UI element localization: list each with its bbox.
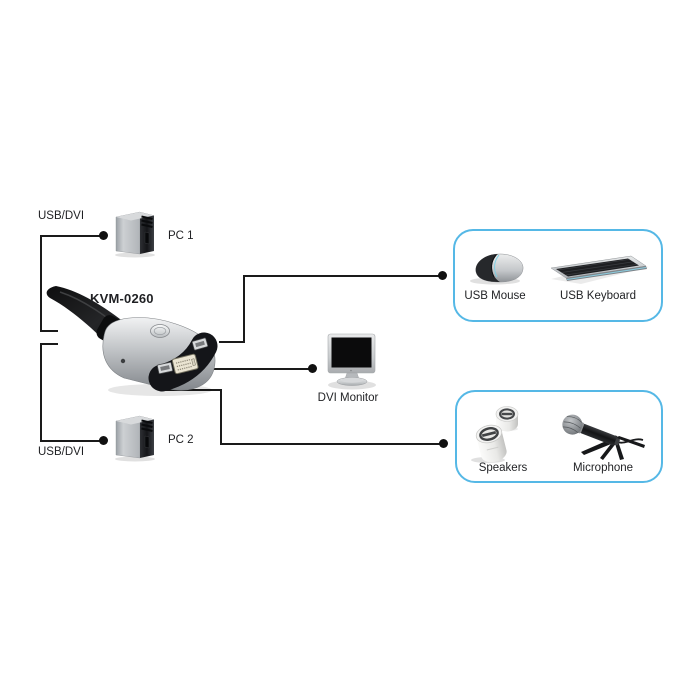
connector-line-pc1-h: [40, 235, 104, 237]
microphone-icon: [556, 408, 650, 466]
connector-dot-console: [438, 271, 447, 280]
pc2-label: PC 2: [168, 434, 194, 446]
microphone-label: Microphone: [572, 462, 634, 474]
pc1-connection-label: USB/DVI: [38, 210, 85, 222]
connector-line-audio-v: [220, 389, 222, 445]
connector-line-pc2-h: [40, 440, 104, 442]
console-group-box: [453, 229, 663, 322]
connector-stub-kvm-cable1: [40, 330, 58, 332]
connector-line-pc1-v: [40, 235, 42, 332]
monitor-label: DVI Monitor: [317, 392, 379, 404]
connector-line-console-v: [243, 275, 245, 343]
pc1-label: PC 1: [168, 230, 194, 242]
connector-line-audio-h2: [220, 443, 445, 445]
mouse-icon: [466, 250, 528, 288]
pc2-connection-label: USB/DVI: [38, 446, 85, 458]
pc-tower-icon: [110, 208, 160, 258]
usb-mouse-label: USB Mouse: [464, 290, 526, 302]
connector-line-console-h: [243, 275, 444, 277]
speakers-label: Speakers: [478, 462, 528, 474]
connector-dot-monitor: [308, 364, 317, 373]
connector-line-monitor: [210, 368, 314, 370]
pc-tower-icon: [110, 412, 160, 462]
connector-line-audio-h1: [165, 389, 222, 391]
connector-dot-audio: [439, 439, 448, 448]
connector-stub-kvm-usb: [219, 341, 245, 343]
lcd-monitor-icon: [320, 333, 382, 391]
kvm-model-label: KVM-0260: [90, 291, 154, 306]
connector-stub-kvm-cable2: [40, 343, 58, 345]
connector-dot-pc2: [99, 436, 108, 445]
audio-group-box: [455, 390, 663, 483]
kvm-switch-icon: [40, 286, 225, 401]
speakers-icon: [466, 402, 532, 464]
connector-line-pc2-v: [40, 343, 42, 442]
connector-dot-pc1: [99, 231, 108, 240]
usb-keyboard-label: USB Keyboard: [559, 290, 637, 302]
keyboard-icon: [545, 253, 653, 287]
